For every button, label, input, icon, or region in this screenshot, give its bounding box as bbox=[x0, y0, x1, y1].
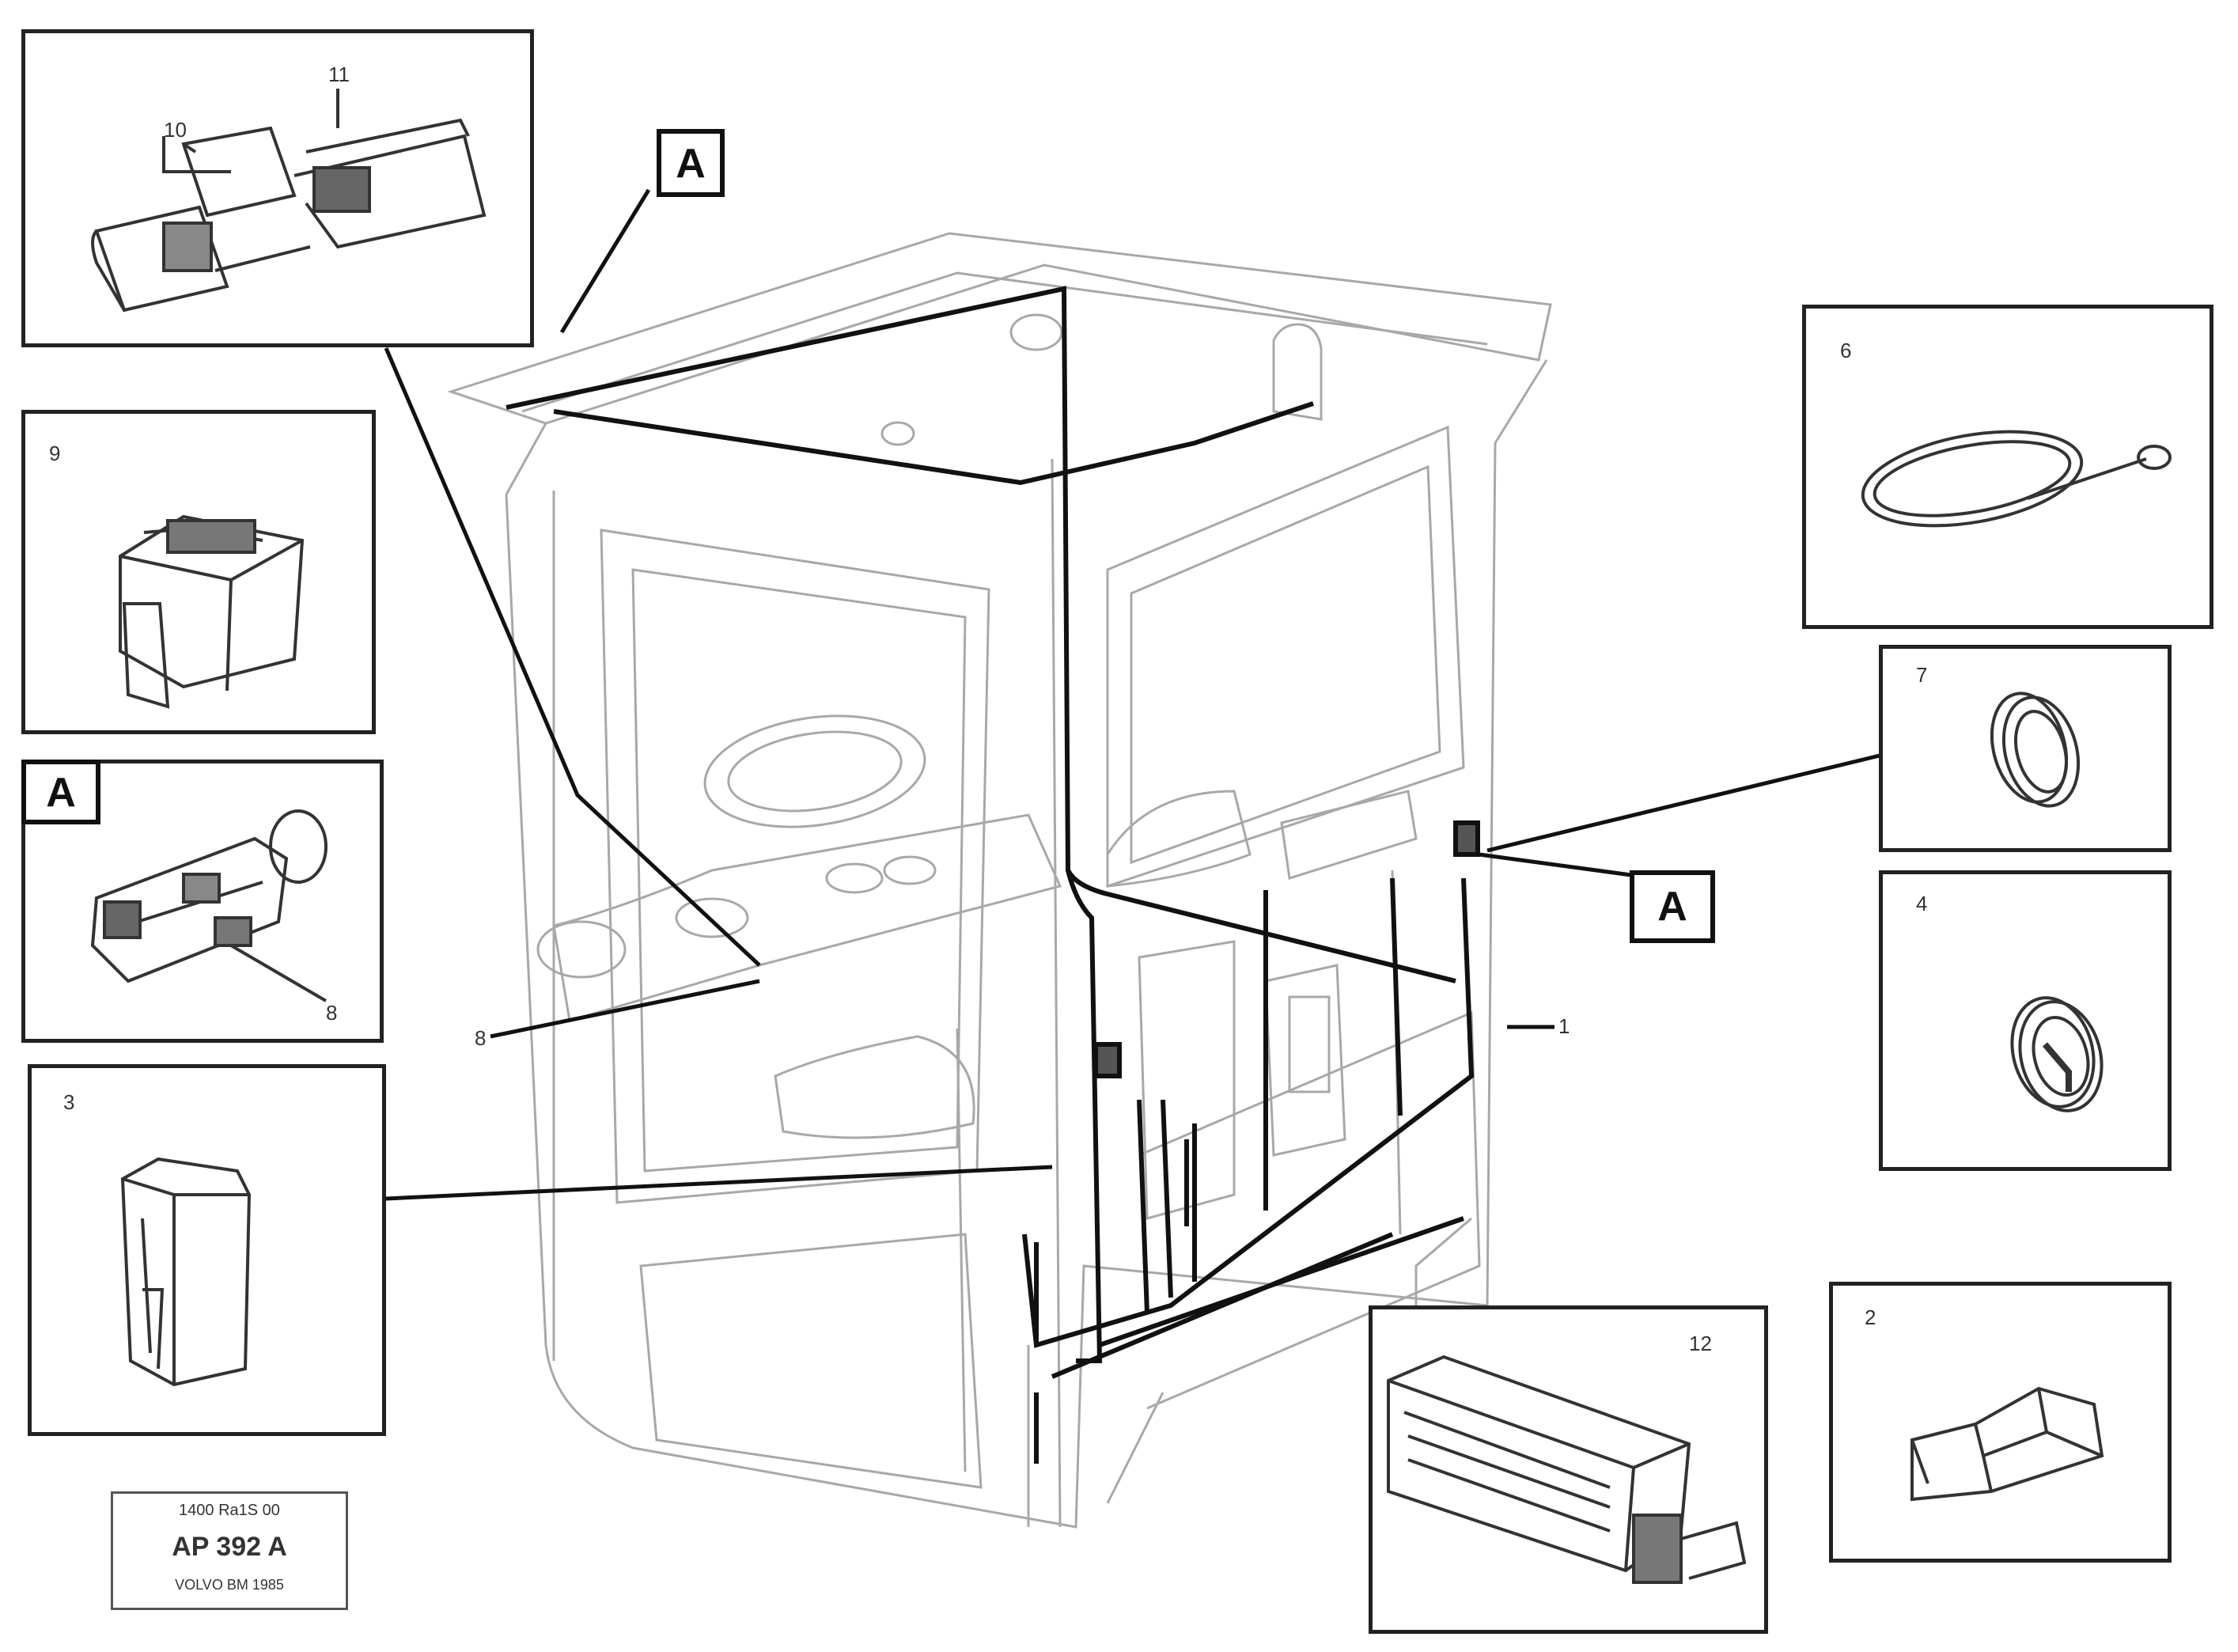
part-number-3: 3 bbox=[63, 1090, 75, 1114]
reference-stamp: 1400 Ra1S 00 AP 392 A VOLVO BM 1985 bbox=[111, 1491, 348, 1610]
callout-A-right: A bbox=[1630, 870, 1715, 943]
connector-pair-icon bbox=[91, 89, 487, 313]
part-number-6: 6 bbox=[1840, 339, 1852, 362]
stamp-line-3: VOLVO BM 1985 bbox=[175, 1577, 284, 1593]
cable-tie-icon bbox=[1861, 430, 2172, 528]
stamp-line-1: 1400 Ra1S 00 bbox=[179, 1502, 280, 1519]
connector-12-icon bbox=[1387, 1355, 1747, 1584]
dashboard bbox=[552, 813, 1062, 1022]
callout-A-top: A bbox=[657, 129, 725, 197]
door-window bbox=[1106, 425, 1465, 889]
connector-2-icon bbox=[1910, 1386, 2104, 1502]
part-number-12: 12 bbox=[1689, 1332, 1712, 1355]
steering-wheel bbox=[703, 714, 926, 828]
panel-cable-tie-6: 6 bbox=[1802, 305, 2213, 629]
grommet-4-icon bbox=[2010, 996, 2104, 1112]
cab-body bbox=[505, 359, 1548, 1529]
leader-A-right bbox=[1479, 852, 1632, 877]
wiring-harness-front bbox=[553, 401, 1314, 486]
part-number-2: 2 bbox=[1865, 1305, 1876, 1329]
side-console bbox=[1138, 940, 1236, 1220]
callout-label-1: 1 bbox=[1558, 1014, 1570, 1038]
part-number-11: 11 bbox=[328, 63, 350, 86]
connector-3-icon bbox=[120, 1157, 252, 1387]
leader-panel-3 bbox=[385, 1165, 1053, 1201]
panel-grommet-7: 7 bbox=[1879, 645, 2172, 852]
panel-connector-2: 2 bbox=[1829, 1282, 2172, 1563]
wiring-harness-roof bbox=[506, 286, 1456, 983]
panel-grommet-4: 4 bbox=[1879, 870, 2172, 1171]
part-number-8-inset: 8 bbox=[326, 1001, 338, 1025]
panel-relay-9: 9 bbox=[21, 410, 376, 734]
panel-connector-8: A 8 bbox=[21, 760, 384, 1043]
leader-A-top bbox=[559, 188, 651, 334]
windshield bbox=[600, 529, 990, 1204]
part-number-7: 7 bbox=[1916, 663, 1928, 687]
callout-label-8-main: 8 bbox=[475, 1026, 487, 1050]
relay-icon bbox=[119, 514, 305, 709]
cab-roof bbox=[447, 232, 1552, 425]
panel-connectors-10-11: 10 11 bbox=[21, 29, 534, 347]
leader-top-panel bbox=[384, 347, 761, 967]
callout-A-inset: A bbox=[21, 760, 100, 824]
part-number-4: 4 bbox=[1916, 892, 1928, 915]
part-number-10: 10 bbox=[164, 118, 187, 142]
connector-8-icon bbox=[90, 809, 328, 1002]
stamp-line-2: AP 392 A bbox=[172, 1532, 287, 1562]
panel-connector-3: 3 bbox=[28, 1064, 386, 1436]
grommet-icon bbox=[1990, 691, 2081, 808]
wiring-harness-lower bbox=[1066, 870, 1103, 1363]
part-number-9: 9 bbox=[49, 441, 61, 465]
leader-panel-7 bbox=[1486, 753, 1880, 853]
panel-connector-12: 12 bbox=[1369, 1305, 1768, 1634]
leader-8-main bbox=[490, 979, 760, 1039]
